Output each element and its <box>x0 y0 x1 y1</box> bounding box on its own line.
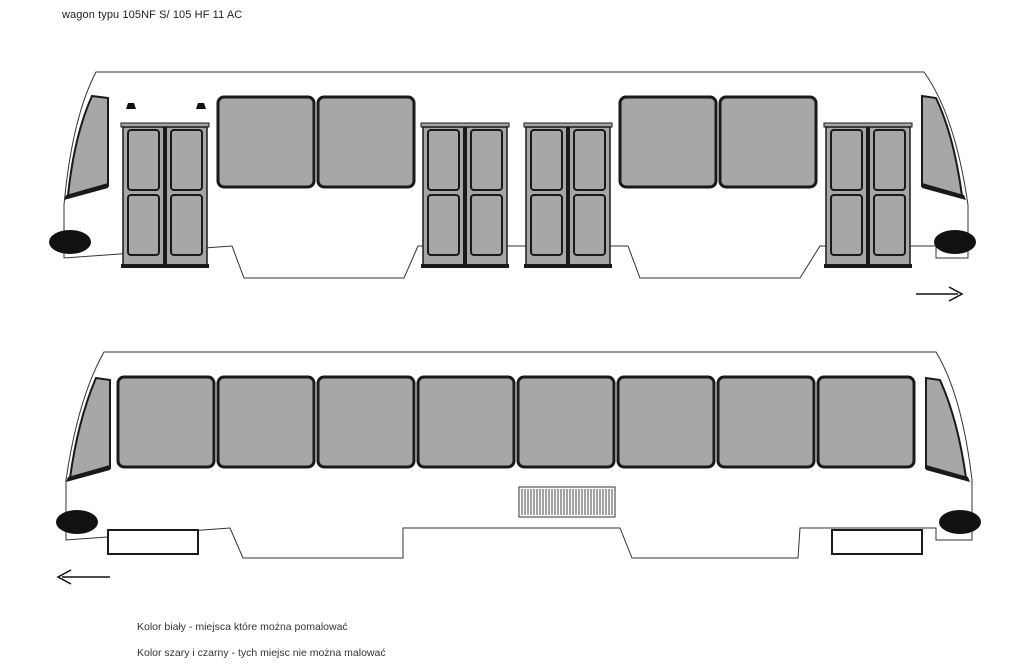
window <box>716 375 816 469</box>
cab-window-left-trim <box>64 183 108 200</box>
side-panel-left <box>107 529 199 555</box>
window <box>416 375 516 469</box>
headlight-right <box>939 510 981 534</box>
door <box>823 122 913 268</box>
door <box>120 122 210 268</box>
cab-window-right-trim <box>922 183 966 200</box>
roof-marker-1 <box>126 103 136 109</box>
side-panel-right <box>831 529 923 555</box>
tram-side-view-doors <box>49 71 976 302</box>
window <box>618 95 718 189</box>
headlight-left <box>49 230 91 254</box>
legend-grey-black-note: Kolor szary i czarny - tych miejsc nie m… <box>137 647 386 659</box>
cab-window-left-trim <box>66 465 110 482</box>
headlight-left <box>56 510 98 534</box>
roof-marker-2 <box>196 103 206 109</box>
ventilation-grille <box>518 486 616 518</box>
door <box>420 122 510 268</box>
window <box>316 375 416 469</box>
window <box>116 375 216 469</box>
door <box>523 122 613 268</box>
window <box>616 375 716 469</box>
window <box>316 95 416 189</box>
tram-side-view-windows <box>56 351 981 585</box>
headlight-right <box>934 230 976 254</box>
window <box>516 375 616 469</box>
cab-window-right-trim <box>926 465 970 482</box>
window <box>816 375 916 469</box>
diagram-title: wagon typu 105NF S/ 105 HF 11 AC <box>62 9 243 21</box>
window <box>216 375 316 469</box>
arrow-right-icon <box>916 286 964 302</box>
window <box>718 95 818 189</box>
window <box>216 95 316 189</box>
legend-white-note: Kolor biały - miejsca które można pomalo… <box>137 621 348 633</box>
arrow-left-icon <box>56 569 110 585</box>
